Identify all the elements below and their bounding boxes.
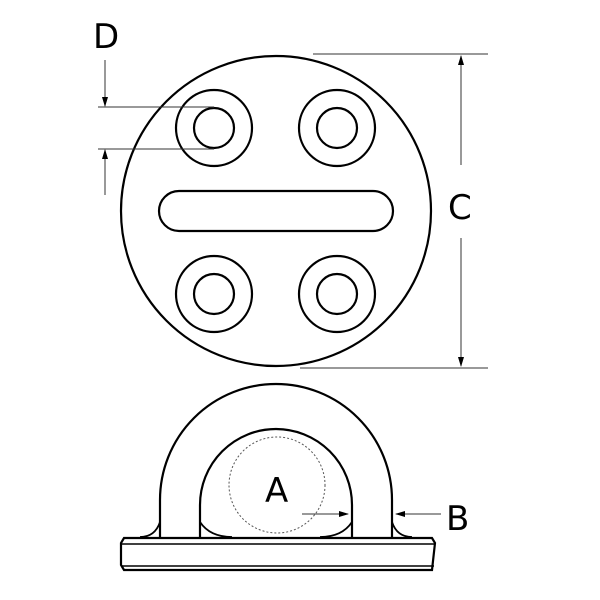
mounting-hole (297, 88, 377, 168)
base-plate-outline (119, 54, 433, 368)
label-c: C (448, 188, 472, 228)
label-d: D (93, 17, 119, 57)
inner-diameter-circle (228, 436, 326, 534)
label-a: A (265, 471, 288, 511)
loop-inner (198, 427, 354, 537)
center-slot (157, 189, 395, 233)
mounting-hole (174, 88, 254, 168)
base-plate-side (119, 536, 437, 572)
dimension-c (300, 53, 488, 369)
label-b: B (446, 499, 469, 539)
mounting-hole (297, 254, 377, 334)
loop-outer (158, 382, 394, 537)
side-view (119, 382, 441, 572)
dimension-d (98, 60, 214, 195)
top-view (119, 54, 433, 368)
mounting-hole (174, 254, 254, 334)
